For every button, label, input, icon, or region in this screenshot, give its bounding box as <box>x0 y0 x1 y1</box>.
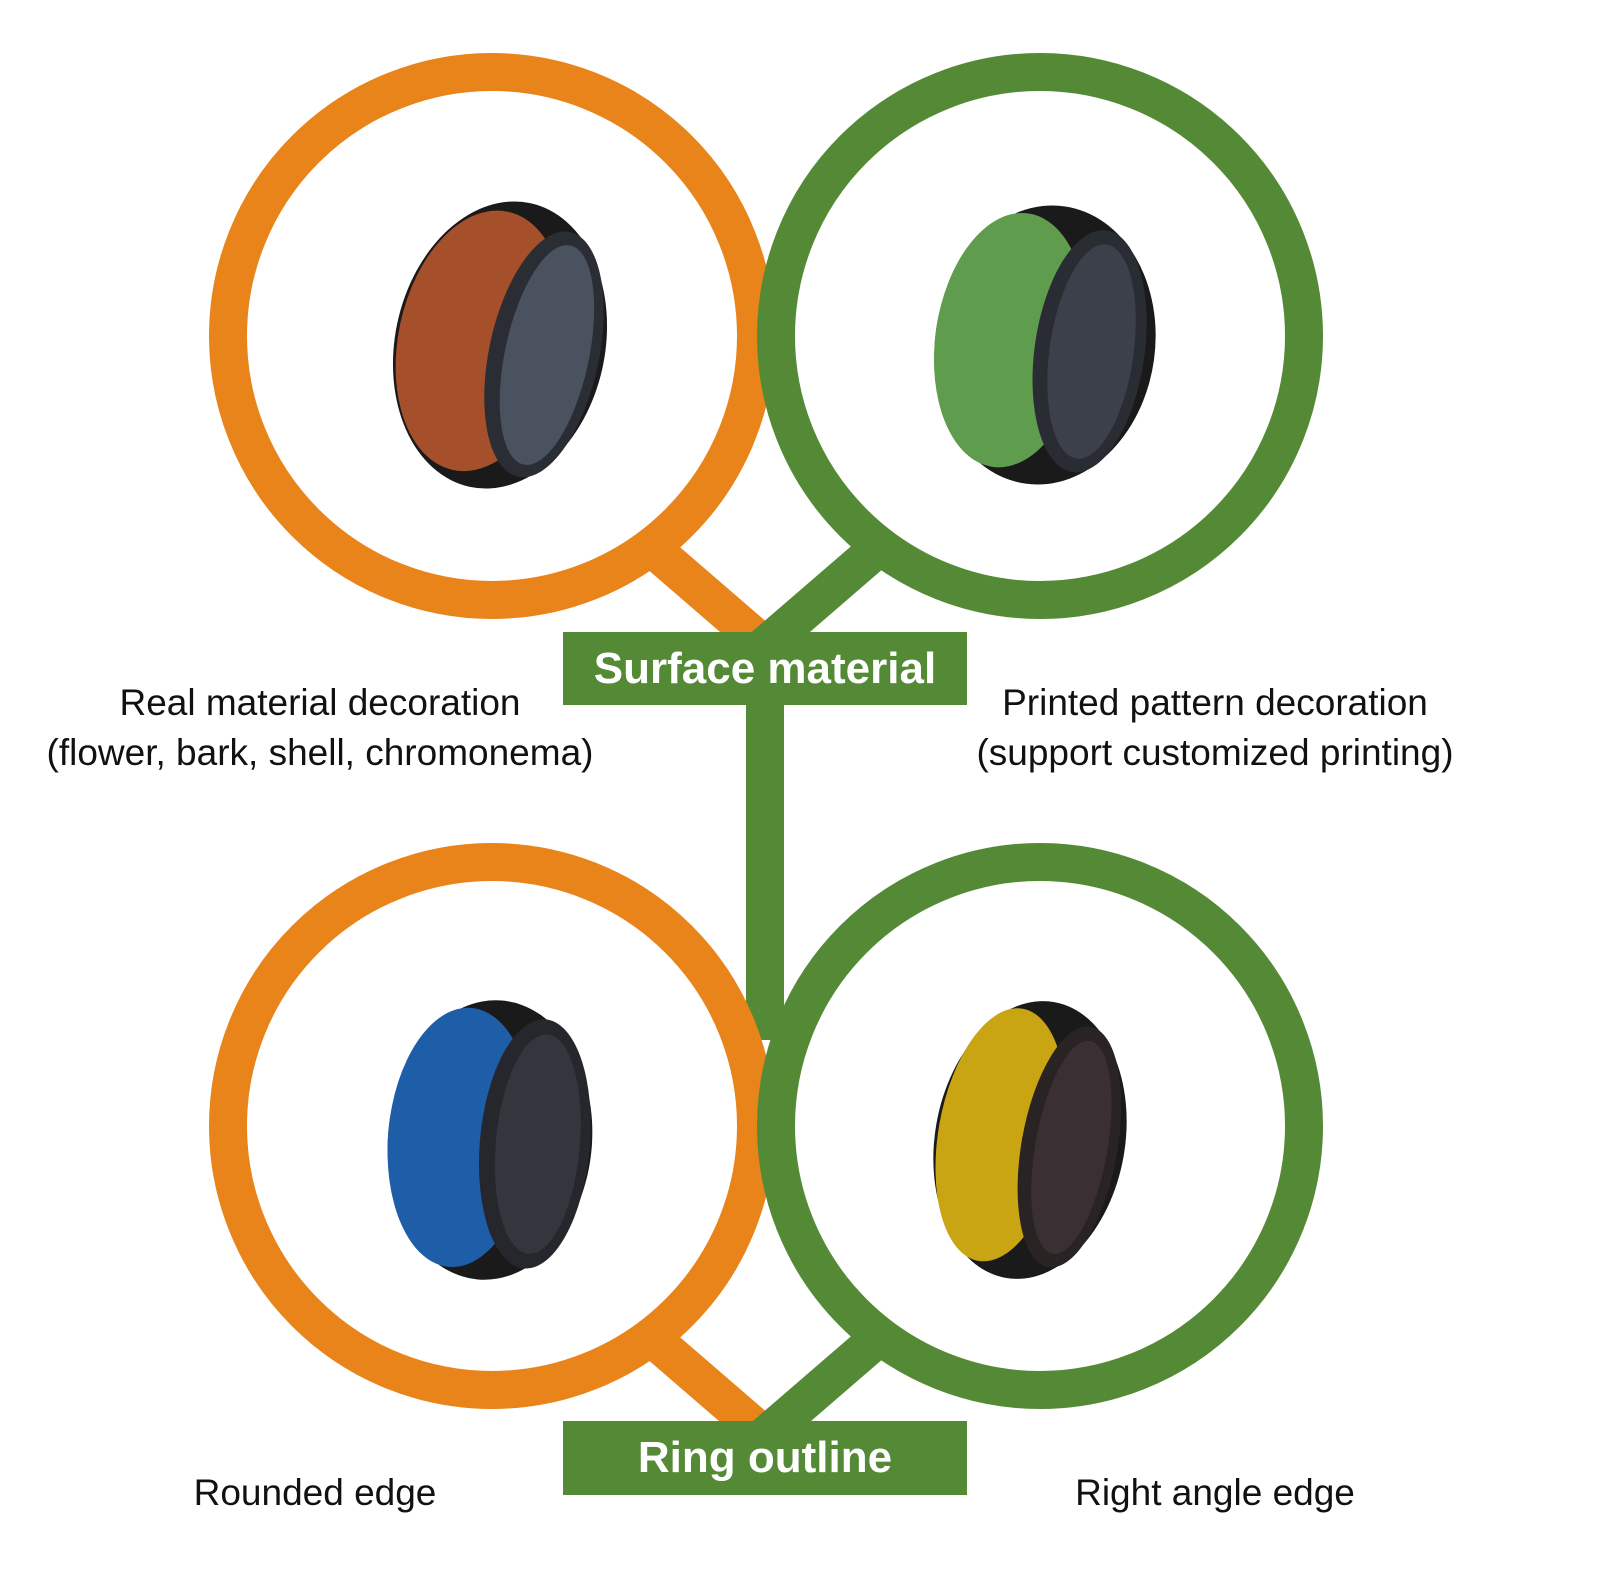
circle-top-left <box>209 53 775 619</box>
wood-inlay-ring <box>392 201 608 489</box>
circle-bottom-right <box>757 843 1323 1409</box>
caption-real-material: Real material decoration (flower, bark, … <box>0 678 640 778</box>
caption-line: Real material decoration <box>119 682 521 723</box>
vertical-connector <box>746 700 784 1040</box>
caption-line: (flower, bark, shell, chromonema) <box>46 732 594 773</box>
caption-line: Printed pattern decoration <box>1002 682 1428 723</box>
green-printed-ring <box>933 205 1156 485</box>
caption-line: (support customized printing) <box>976 732 1454 773</box>
caption-line: Right angle edge <box>1075 1472 1355 1513</box>
surface-material-title: Surface material <box>593 643 937 693</box>
surface-material-label: Surface material <box>563 632 967 705</box>
ring-outline-label: Ring outline <box>563 1421 967 1495</box>
gold-right-angle-ring <box>933 1001 1127 1279</box>
circle-top-right <box>757 53 1323 619</box>
caption-line: Rounded edge <box>193 1472 437 1513</box>
ring-outline-title: Ring outline <box>637 1433 893 1482</box>
caption-printed-pattern: Printed pattern decoration (support cust… <box>935 678 1495 778</box>
caption-right-angle-edge: Right angle edge <box>935 1468 1495 1518</box>
caption-rounded-edge: Rounded edge <box>0 1468 630 1518</box>
circle-bottom-left <box>209 843 775 1409</box>
blue-rounded-ring <box>387 1000 593 1280</box>
